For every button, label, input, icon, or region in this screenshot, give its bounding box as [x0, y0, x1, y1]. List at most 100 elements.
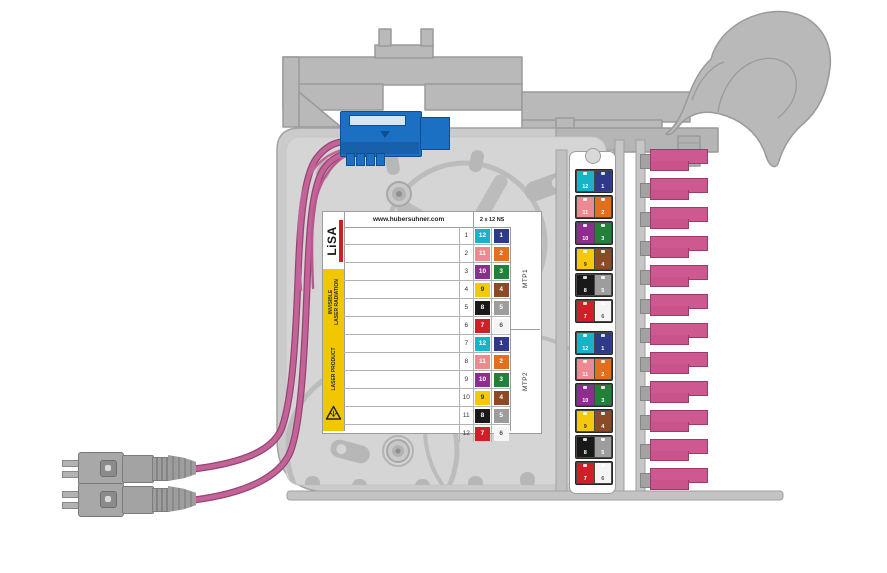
connector-fiber-right: 3 — [594, 385, 611, 405]
label-url: www.hubersuhner.com — [372, 216, 445, 223]
write-in-cell — [344, 371, 459, 388]
fiber-color-right: 6 — [491, 317, 510, 334]
release-lever[interactable] — [665, 10, 832, 168]
splice-holder — [340, 111, 450, 166]
connector-fiber-left: 9 — [577, 411, 594, 431]
fiber-adapter[interactable] — [640, 177, 718, 204]
brand-logo-bar — [338, 219, 342, 262]
connector-fiber-left: 10 — [577, 385, 594, 405]
fiber-position-number: 6 — [458, 317, 473, 334]
connector-fiber-left: 12 — [577, 333, 594, 353]
fiber-adapter[interactable] — [640, 467, 718, 494]
fiber-color-swatch: 2 — [493, 354, 509, 369]
connector-boot — [168, 486, 196, 512]
duplex-fiber-connector[interactable] — [60, 452, 200, 486]
fiber-adapter[interactable] — [640, 293, 718, 320]
mtp-group-strip: MTP1 MTP2 — [510, 227, 540, 431]
latch-dot — [600, 334, 605, 337]
fiber-color-swatch: 6 — [493, 426, 509, 441]
fiber-color-swatch: 9 — [474, 390, 490, 405]
fiber-color-right: 1 — [491, 227, 510, 244]
fiber-position-number: 4 — [458, 281, 473, 298]
connector-fiber-right: 2 — [594, 197, 611, 217]
fiber-color-right: 5 — [491, 299, 510, 316]
latch-dot — [583, 464, 588, 467]
numbering-label: LiSA INVISIBLE LASER RADIATION LASER PRO… — [322, 211, 542, 442]
adapter-step — [650, 277, 689, 287]
connector-crimp — [152, 457, 170, 481]
connector-fiber-right: 1 — [594, 171, 611, 191]
latch-dot — [583, 412, 588, 415]
fiber-adapter[interactable] — [640, 206, 718, 233]
label-scheme: 2 x 12 NS — [473, 212, 510, 227]
connector-fiber-left: 12 — [577, 171, 594, 191]
fiber-adapter[interactable] — [640, 322, 718, 349]
fiber-position-number: 3 — [458, 263, 473, 280]
label-header: www.hubersuhner.com 2 x 12 NS — [344, 212, 510, 228]
fiber-color-swatch: 7 — [474, 426, 490, 441]
connector-fiber-left: 7 — [577, 463, 594, 483]
fiber-adapter[interactable] — [640, 380, 718, 407]
fiber-color-right: 2 — [491, 245, 510, 262]
bracket-flange — [282, 56, 523, 86]
fiber-color-swatch: 12 — [474, 336, 490, 351]
fiber-color-right: 3 — [491, 263, 510, 280]
fiber-color-swatch: 1 — [493, 336, 509, 351]
adapter-step — [650, 190, 689, 200]
fiber-adapter[interactable] — [640, 148, 718, 175]
latch-dot — [600, 438, 605, 441]
duplex-fiber-connector[interactable] — [60, 483, 200, 517]
adapter-step — [650, 364, 689, 374]
connector-fiber-right: 2 — [594, 359, 611, 379]
fiber-color-left: 12 — [472, 227, 492, 244]
fiber-color-swatch: 9 — [474, 282, 490, 297]
bracket-tab-prong — [420, 28, 434, 47]
fiber-color-left: 9 — [472, 281, 492, 298]
connector-badge-icon — [100, 491, 117, 508]
write-in-cell — [344, 263, 459, 280]
label-side-strip: LiSA INVISIBLE LASER RADIATION LASER PRO… — [323, 212, 345, 431]
fiber-color-swatch: 2 — [493, 246, 509, 261]
fiber-color-swatch: 10 — [474, 372, 490, 387]
latch-dot — [600, 302, 605, 305]
fiber-color-left: 8 — [472, 299, 492, 316]
write-in-cell — [344, 227, 459, 244]
fiber-color-swatch: 1 — [493, 228, 509, 243]
connector-fiber-left: 11 — [577, 359, 594, 379]
latch-dot — [583, 386, 588, 389]
fiber-color-swatch: 4 — [493, 390, 509, 405]
fiber-adapter[interactable] — [640, 438, 718, 465]
write-in-cell — [344, 299, 459, 316]
bracket-arm — [521, 91, 691, 123]
fiber-position-number: 8 — [458, 353, 473, 370]
adapter-step — [650, 451, 689, 461]
fiber-color-swatch: 7 — [474, 318, 490, 333]
fiber-adapter[interactable] — [640, 264, 718, 291]
fiber-adapter[interactable] — [640, 409, 718, 436]
fiber-adapter[interactable] — [640, 235, 718, 262]
connector-fiber-left: 9 — [577, 249, 594, 269]
fiber-color-right: 2 — [491, 353, 510, 370]
fiber-color-left: 11 — [472, 353, 492, 370]
connector-fiber-right: 4 — [594, 411, 611, 431]
fiber-adapter[interactable] — [640, 351, 718, 378]
fiber-color-swatch: 8 — [474, 408, 490, 423]
latch-dot — [600, 250, 605, 253]
connector-fiber-right: 6 — [594, 301, 611, 321]
connector-fiber-left: 8 — [577, 275, 594, 295]
laser-warning-triangle-icon — [325, 405, 342, 420]
connector-fiber-right: 6 — [594, 463, 611, 483]
